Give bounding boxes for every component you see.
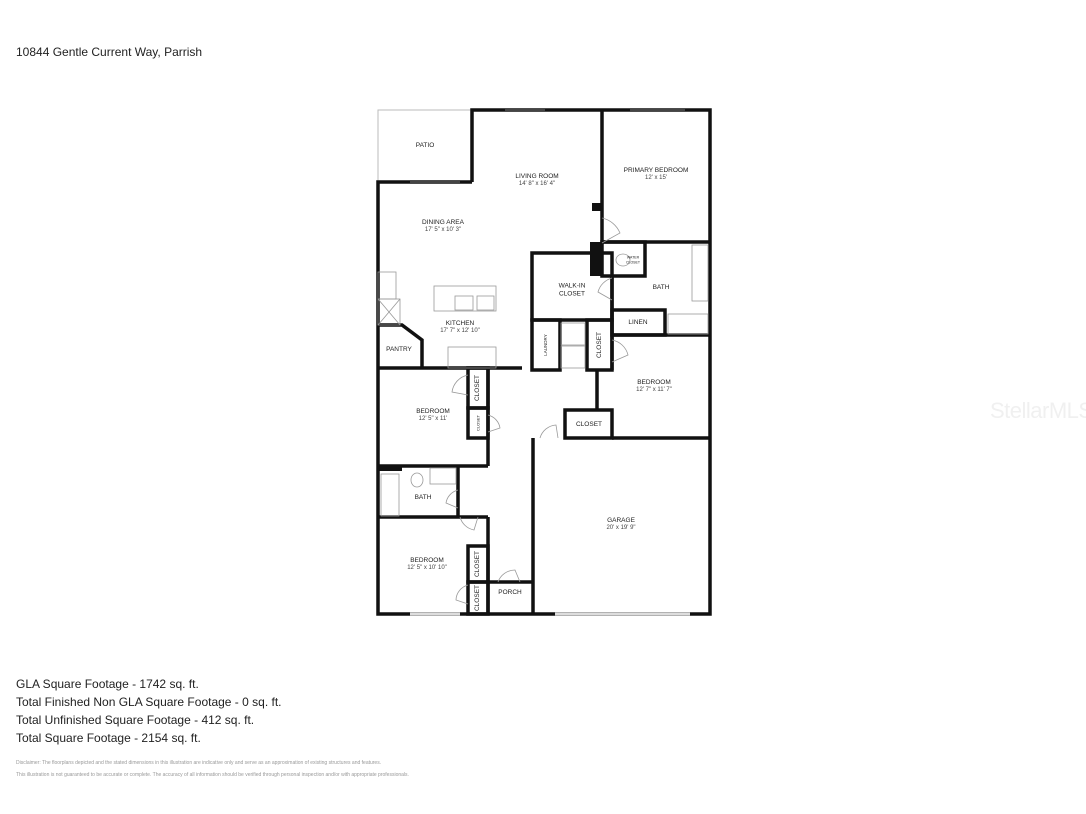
- room-name: WALK-IN CLOSET: [558, 282, 586, 298]
- room-bath-left: BATH: [415, 494, 432, 502]
- room-dimensions: 12' 5" x 11': [418, 416, 448, 423]
- room-name: CLOSET: [575, 420, 603, 428]
- room-porch: PORCH: [498, 589, 521, 597]
- room-name: WATER CLOSET: [625, 255, 640, 264]
- square-footage-summary: GLA Square Footage - 1742 sq. ft. Total …: [16, 675, 281, 747]
- room-patio: PATIO: [416, 142, 435, 150]
- watermark: StellarMLS: [990, 398, 1086, 423]
- room-name: LAUNDRY: [543, 334, 549, 356]
- room-closet-bottom-b: CLOSET: [474, 585, 482, 611]
- disclaimer: Disclaimer: The floorplans depicted and …: [16, 757, 409, 781]
- room-dimensions: 20' x 19' 9": [606, 525, 636, 532]
- room-dimensions: 17' 7" x 12' 10": [440, 328, 480, 335]
- disclaimer-line: This illustration is not guaranteed to b…: [16, 772, 409, 778]
- stat-gla: GLA Square Footage - 1742 sq. ft.: [16, 677, 199, 691]
- disclaimer-line: Disclaimer: The floorplans depicted and …: [16, 760, 382, 766]
- room-name: GARAGE: [607, 516, 635, 524]
- room-name: PRIMARY BEDROOM: [623, 166, 689, 174]
- room-closet-bottom-a: CLOSET: [474, 551, 482, 577]
- fixtures: [377, 109, 709, 616]
- room-dimensions: 14' 8" x 16' 4": [518, 181, 556, 188]
- room-name: BATH: [414, 493, 432, 501]
- room-dimensions: 12' 5" x 10' 10": [407, 565, 447, 572]
- room-name: CLOSET: [473, 374, 481, 402]
- room-name: CLOSET: [475, 414, 481, 432]
- room-name: LINEN: [628, 318, 648, 326]
- room-closet-right: CLOSET: [576, 421, 602, 429]
- room-dimensions: 12' x 15': [645, 175, 667, 182]
- room-walk-in-closet: WALK-IN CLOSET: [557, 283, 587, 300]
- room-closet-left-a: CLOSET: [474, 375, 482, 401]
- room-name: KITCHEN: [445, 319, 475, 327]
- room-pantry: PANTRY: [386, 346, 412, 354]
- room-name: LIVING ROOM: [515, 172, 559, 180]
- room-name: CLOSET: [473, 584, 481, 612]
- room-water-closet: WATER CLOSET: [624, 255, 642, 264]
- room-primary-bath: BATH: [653, 284, 670, 292]
- stat-finished-non-gla: Total Finished Non GLA Square Footage - …: [16, 695, 282, 709]
- room-name: BEDROOM: [410, 556, 444, 564]
- room-linen: LINEN: [628, 319, 647, 327]
- room-name: BEDROOM: [416, 407, 450, 415]
- room-name: BATH: [652, 283, 670, 291]
- room-name: BEDROOM: [637, 378, 671, 386]
- room-closet-laundry: CLOSET: [596, 332, 604, 358]
- property-address: 10844 Gentle Current Way, Parrish: [16, 45, 203, 59]
- room-name: PATIO: [415, 141, 435, 149]
- room-dimensions: 17' 5" x 10' 3": [424, 227, 462, 234]
- room-laundry: LAUNDRY: [543, 334, 549, 355]
- room-closet-left-b: CLOSET: [475, 415, 480, 431]
- room-name: DINING AREA: [422, 218, 464, 226]
- columns: [378, 203, 602, 471]
- stat-total: Total Square Footage - 2154 sq. ft.: [16, 731, 201, 745]
- stat-unfinished: Total Unfinished Square Footage - 412 sq…: [16, 713, 255, 727]
- room-name: PANTRY: [386, 345, 412, 353]
- room-dimensions: 12' 7" x 11' 7": [636, 387, 672, 394]
- room-name: PORCH: [498, 588, 522, 596]
- room-name: CLOSET: [595, 331, 603, 359]
- room-name: CLOSET: [473, 550, 481, 578]
